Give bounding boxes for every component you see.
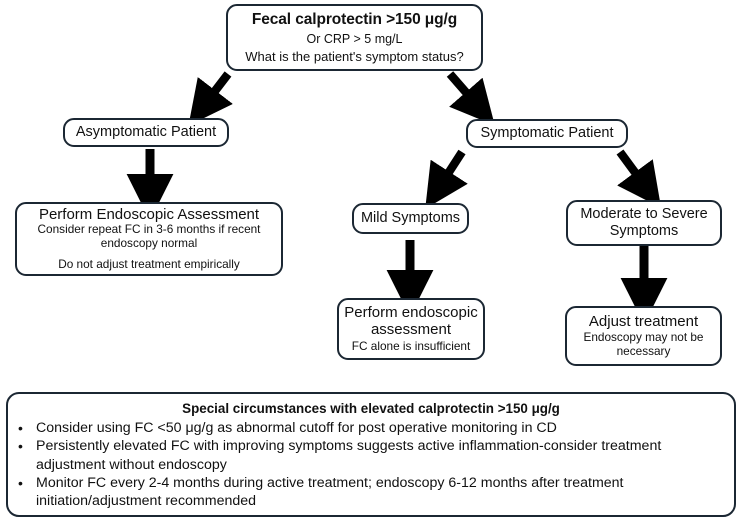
arrow-symptomatic-to-mild xyxy=(425,149,468,209)
special-panel-bullet: • Consider using FC <50 μg/g as abnormal… xyxy=(18,419,724,437)
special-panel-bullet-text: Consider using FC <50 μg/g as abnormal c… xyxy=(36,420,557,436)
node-mild-symptoms: Mild Symptoms xyxy=(352,203,469,234)
special-panel-bullet: • Monitor FC every 2-4 months during act… xyxy=(18,474,724,511)
asymptomatic-action-line2: Consider repeat FC in 3-6 months if rece… xyxy=(37,222,261,237)
arrow-root-to-symptomatic xyxy=(446,71,495,126)
mild-action-line2: assessment xyxy=(370,321,452,339)
mild-action-line3: FC alone is insufficient xyxy=(351,339,471,354)
asymptomatic-action-line3: endoscopy normal xyxy=(100,236,198,251)
moderate-severe-line1: Moderate to Severe xyxy=(580,206,708,223)
bullet-marker-icon: • xyxy=(18,420,23,436)
asymptomatic-action-line4: Do not adjust treatment empirically xyxy=(58,257,240,272)
root-title: Fecal calprotectin >150 μg/g xyxy=(251,11,458,29)
severe-action-line2: Endoscopy may not be xyxy=(583,329,704,344)
asymptomatic-action-heading: Perform Endoscopic Assessment xyxy=(38,205,260,223)
node-perform-endoscopic-assessment-asymptomatic: Perform Endoscopic Assessment Consider r… xyxy=(15,202,283,276)
node-adjust-treatment: Adjust treatment Endoscopy may not be ne… xyxy=(565,306,722,366)
bullet-marker-icon: • xyxy=(18,438,23,455)
severe-action-line1: Adjust treatment xyxy=(588,313,699,331)
root-subtitle-crp: Or CRP > 5 mg/L xyxy=(306,32,403,47)
special-panel-bullet: • Persistently elevated FC with improvin… xyxy=(18,437,724,474)
arrow-symptomatic-to-moderate-severe xyxy=(616,149,662,208)
special-circumstances-panel: Special circumstances with elevated calp… xyxy=(6,392,736,517)
root-question: What is the patient's symptom status? xyxy=(245,48,464,64)
special-panel-bullet-text: Persistently elevated FC with improving … xyxy=(36,438,662,473)
node-symptomatic-patient: Symptomatic Patient xyxy=(466,119,628,148)
mild-action-line1: Perform endoscopic xyxy=(344,303,478,321)
node-fecal-calprotectin-root: Fecal calprotectin >150 μg/g Or CRP > 5 … xyxy=(226,4,483,71)
severe-action-line3: necessary xyxy=(616,343,671,358)
node-moderate-to-severe-symptoms: Moderate to Severe Symptoms xyxy=(566,200,722,246)
node-perform-endoscopic-assessment-mild: Perform endoscopic assessment FC alone i… xyxy=(337,298,485,360)
special-panel-bullet-text: Monitor FC every 2-4 months during activ… xyxy=(36,474,624,510)
special-panel-title: Special circumstances with elevated calp… xyxy=(182,401,560,416)
bullet-marker-icon: • xyxy=(18,474,23,491)
arrow-root-to-asymptomatic xyxy=(188,71,233,126)
asymptomatic-patient-label: Asymptomatic Patient xyxy=(75,124,217,141)
node-asymptomatic-patient: Asymptomatic Patient xyxy=(63,118,229,147)
mild-symptoms-label: Mild Symptoms xyxy=(360,210,461,227)
symptomatic-patient-label: Symptomatic Patient xyxy=(480,125,614,142)
moderate-severe-line2: Symptoms xyxy=(609,223,679,239)
